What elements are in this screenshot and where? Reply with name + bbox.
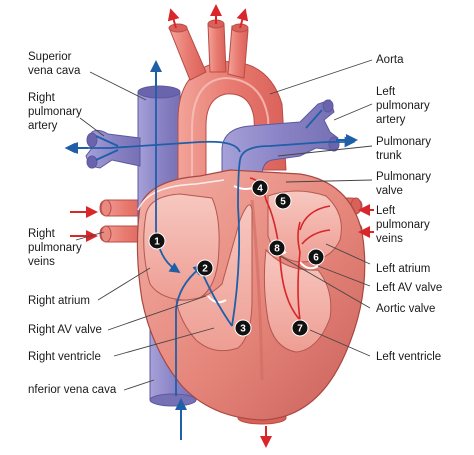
- label-left-pulmonary-artery: Left pulmonary artery: [376, 86, 430, 126]
- step-badge-number: 7: [297, 324, 303, 335]
- right-pulmonary-artery-vessel: [85, 129, 141, 169]
- step-badge-7: 7: [291, 319, 309, 337]
- step-badge-circle: [251, 179, 269, 197]
- label-pulmonary-valve: Pulmonary valve: [376, 171, 431, 197]
- step-badge-8: 8: [268, 239, 286, 257]
- step-badge-circle: [268, 239, 286, 257]
- step-badge-2: 2: [196, 259, 214, 277]
- step-badge-circle: [234, 319, 252, 337]
- step-badge-3: 3: [234, 319, 252, 337]
- step-badge-4: 4: [251, 179, 269, 197]
- label-right-ventricle: Right ventricle: [28, 351, 101, 363]
- step-badge-circle: [291, 319, 309, 337]
- right-heart-wall-outline: [137, 179, 225, 211]
- step-badge-5: 5: [274, 192, 292, 210]
- step-badges: 1 2 3 4 5 6 7 8: [148, 179, 325, 337]
- label-right-pulmonary-artery: Right pulmonary artery: [28, 92, 82, 132]
- step-badge-number: 1: [154, 237, 160, 248]
- step-badge-number: 5: [280, 197, 286, 208]
- label-left-ventricle: Left ventricle: [376, 351, 442, 363]
- step-badge-number: 2: [202, 264, 208, 275]
- step-badge-circle: [274, 192, 292, 210]
- deoxygenated-flow: [64, 70, 356, 396]
- label-aorta: Aorta: [376, 54, 404, 66]
- label-right-atrium: Right atrium: [28, 295, 90, 307]
- leader-lines: [75, 59, 373, 391]
- step-badge-6: 6: [307, 248, 325, 266]
- label-aortic-valve: Aortic valve: [376, 303, 436, 315]
- label-left-pulmonary-veins: Left pulmonary veins: [376, 205, 430, 245]
- step-badge-number: 6: [313, 253, 319, 264]
- pulmonary-trunk-vessel: [221, 99, 340, 177]
- label-right-av-valve: Right AV valve: [28, 324, 102, 336]
- label-inferior-vena-cava: nferior vena cava: [28, 384, 117, 396]
- step-badge-number: 3: [240, 324, 246, 335]
- label-left-atrium: Left atrium: [376, 263, 431, 275]
- step-badge-number: 8: [274, 244, 280, 255]
- label-superior-vena-cava: Superior vena cava: [28, 51, 81, 77]
- flow-arrows: [66, 4, 374, 448]
- step-badge-circle: [196, 259, 214, 277]
- label-pulmonary-trunk: Pulmonary trunk: [376, 136, 431, 162]
- step-badge-number: 4: [257, 184, 263, 195]
- step-badge-1: 1: [148, 232, 166, 250]
- step-badge-circle: [148, 232, 166, 250]
- label-right-pulmonary-veins: Right pulmonary veins: [28, 228, 82, 268]
- label-left-av-valve: Left AV valve: [376, 282, 443, 294]
- step-badge-circle: [307, 248, 325, 266]
